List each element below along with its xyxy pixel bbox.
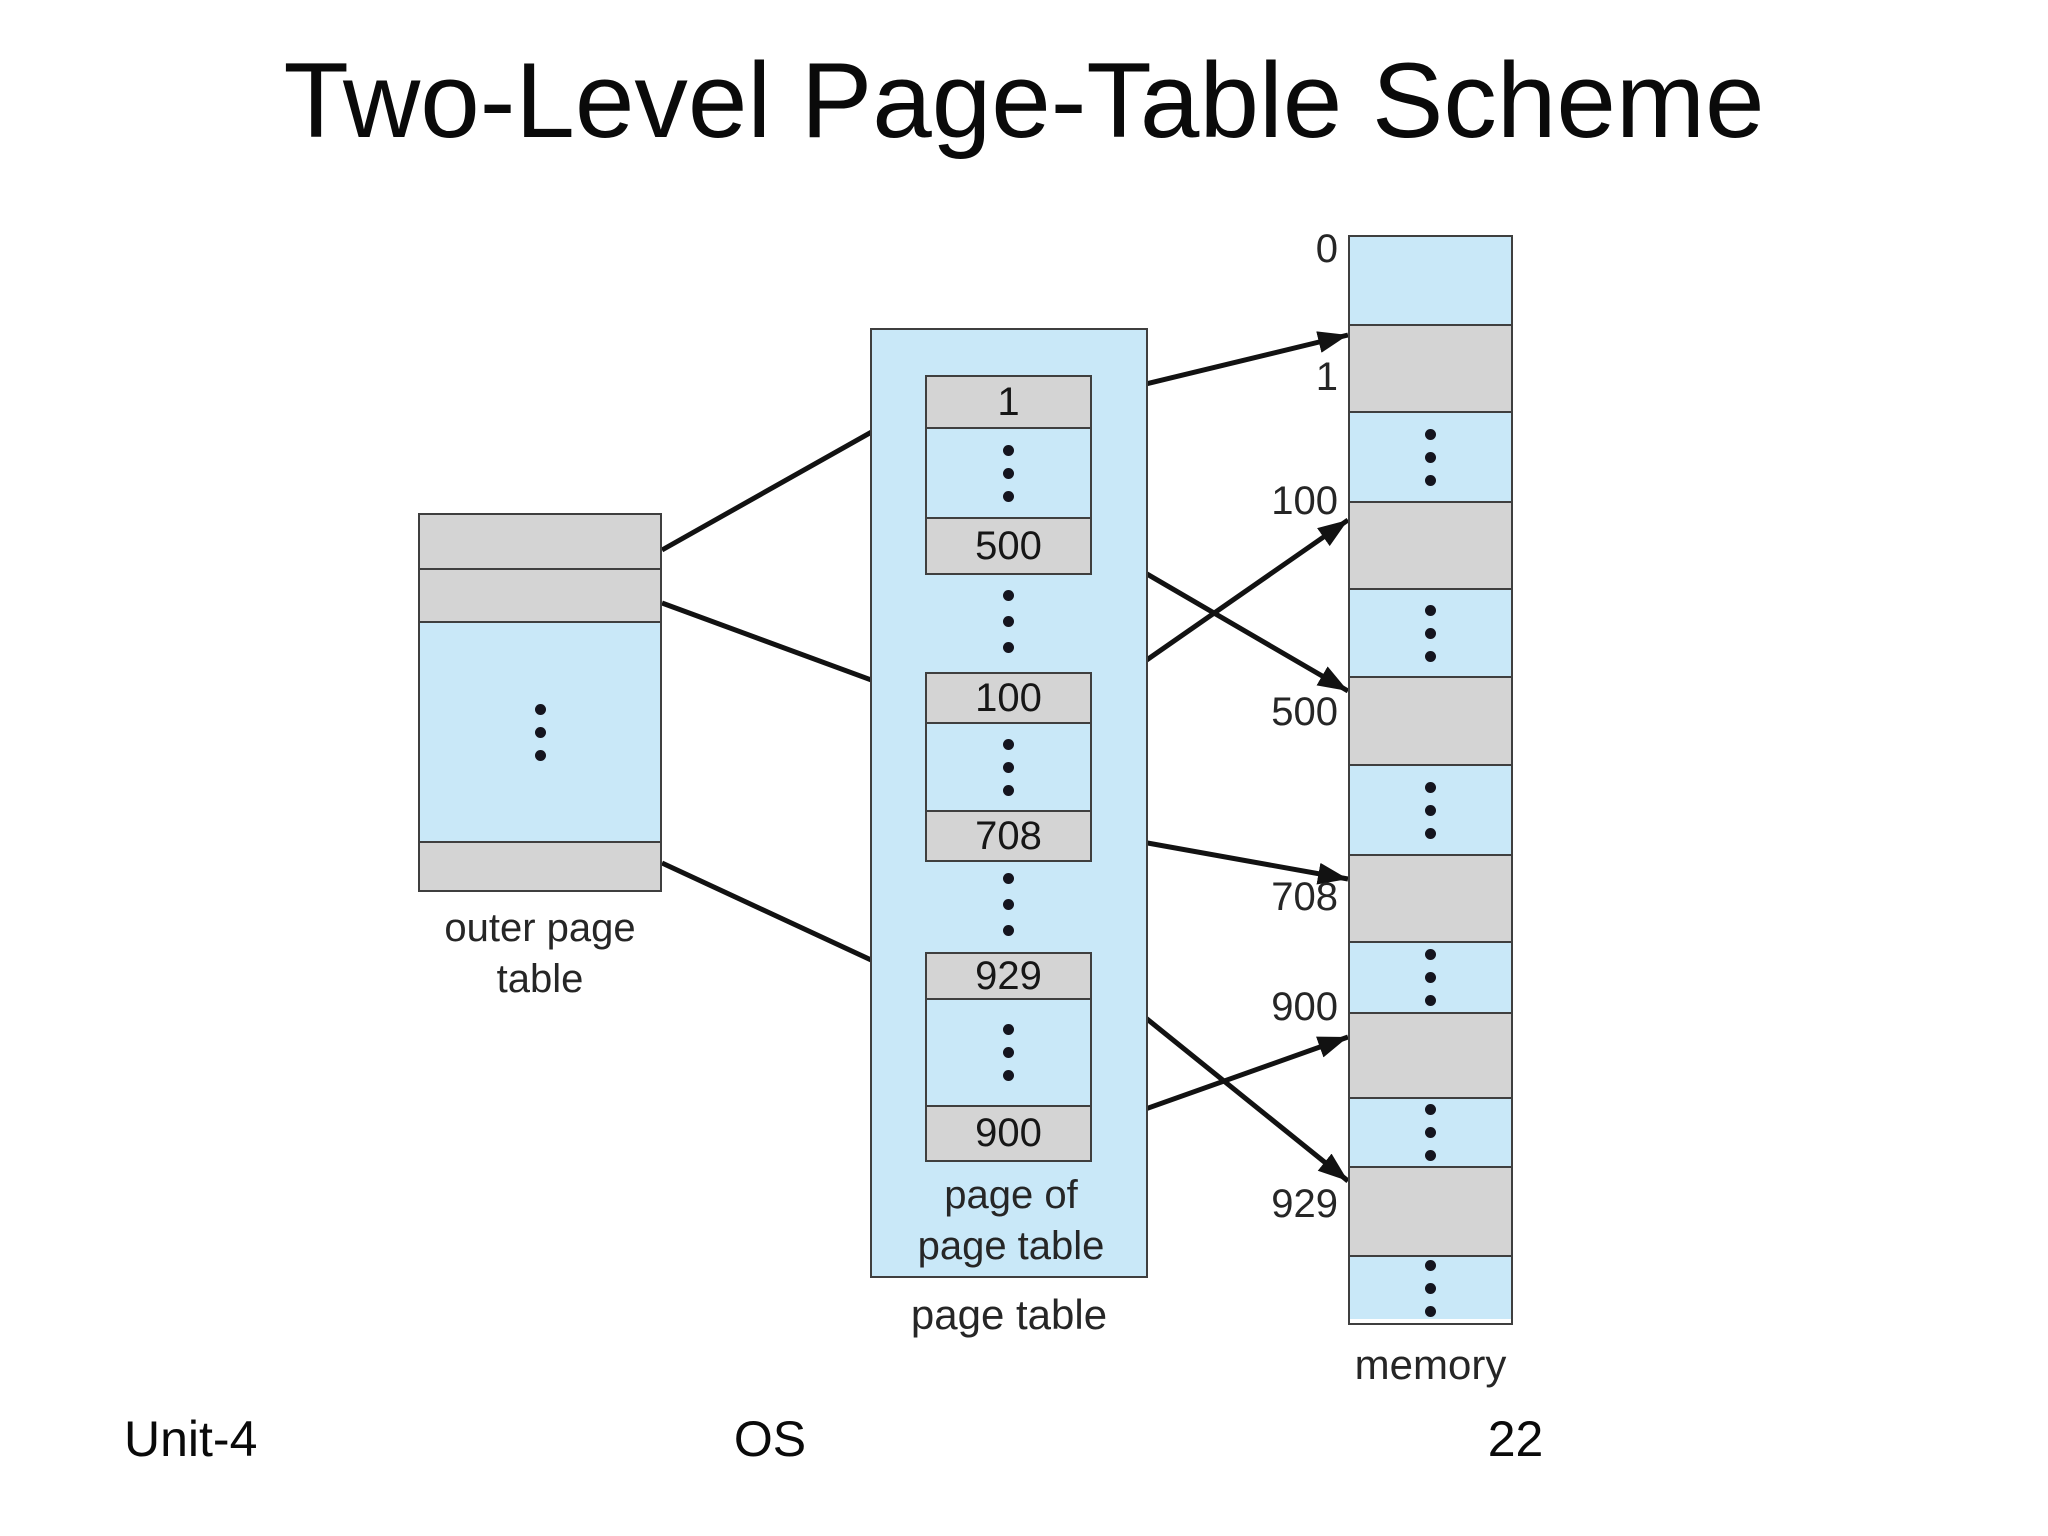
outer-page-table-label-line2: table xyxy=(496,957,584,1002)
memory-frame-929 xyxy=(1350,1168,1511,1257)
footer-unit: Unit-4 xyxy=(124,1411,258,1467)
ellipsis-dots xyxy=(1003,738,1014,796)
ellipsis-dots xyxy=(1425,781,1436,839)
memory-frame-label-900: 900 xyxy=(1271,985,1338,1029)
page-table-entry-1: 1 xyxy=(927,377,1090,429)
page-table-subbox-2-ellipsis xyxy=(927,724,1090,812)
memory-frame-100 xyxy=(1350,503,1511,590)
memory-gap-ellipsis xyxy=(1350,766,1511,856)
memory-frame-708 xyxy=(1350,856,1511,943)
memory-frame-label-500: 500 xyxy=(1271,690,1338,734)
ellipsis-dots xyxy=(534,703,546,761)
ellipsis-dots xyxy=(1425,1259,1436,1317)
page-of-page-table-container: 1 500 100 708 xyxy=(870,328,1148,1278)
page-table-subbox-1: 1 500 xyxy=(925,375,1092,575)
page-table-gap-ellipsis-2 xyxy=(925,870,1092,938)
memory-frame-label-929: 929 xyxy=(1271,1182,1338,1226)
ellipsis-dots xyxy=(1425,1104,1436,1161)
ellipsis-dots xyxy=(1425,428,1436,486)
page-of-page-table-label-line1: page of xyxy=(944,1173,1078,1217)
footer-page-number: 22 xyxy=(1487,1411,1544,1467)
page-of-page-table-label: page of page table xyxy=(872,1170,1150,1272)
ellipsis-dots xyxy=(1003,589,1014,653)
page-table-entry-900: 900 xyxy=(927,1107,1090,1160)
page-table-subbox-3-ellipsis xyxy=(927,1000,1090,1107)
page-table-entry-1-value: 1 xyxy=(997,379,1020,424)
page-table-entry-929-value: 929 xyxy=(975,953,1042,998)
page-table-entry-708: 708 xyxy=(927,812,1090,860)
footer-course: OS xyxy=(733,1411,807,1467)
page-table-subbox-1-ellipsis xyxy=(927,429,1090,519)
outer-page-table-label-line1: outer page xyxy=(444,906,636,950)
page-table-entry-929: 929 xyxy=(927,954,1090,1000)
memory-frame-label-100: 100 xyxy=(1271,479,1338,523)
page-table-entry-100-value: 100 xyxy=(975,675,1042,720)
ellipsis-dots xyxy=(1003,1024,1014,1081)
page-table-subbox-3: 929 900 xyxy=(925,952,1092,1162)
page-of-page-table-label-line2: page table xyxy=(917,1224,1105,1269)
page-table-gap-ellipsis-1 xyxy=(925,585,1092,657)
memory-frame-1 xyxy=(1350,326,1511,413)
memory-gap-ellipsis xyxy=(1350,413,1511,503)
outer-page-table xyxy=(418,513,662,892)
memory-gap-ellipsis xyxy=(1350,1099,1511,1168)
ellipsis-dots xyxy=(1425,949,1436,1006)
memory-frame-label-1: 1 xyxy=(1315,355,1338,399)
memory-gap-ellipsis xyxy=(1350,943,1511,1014)
page-table-caption: page table xyxy=(910,1291,1108,1338)
memory-column xyxy=(1348,235,1513,1325)
page-table-entry-500-value: 500 xyxy=(975,523,1042,568)
outer-page-table-label: outer page table xyxy=(418,903,662,1005)
memory-frame-900 xyxy=(1350,1014,1511,1099)
memory-caption: memory xyxy=(1354,1341,1507,1388)
outer-page-table-entry-last xyxy=(420,843,660,890)
slide-title: Two-Level Page-Table Scheme xyxy=(283,40,1765,160)
memory-frame-label-0: 0 xyxy=(1315,227,1338,271)
outer-page-table-entry-1 xyxy=(420,515,660,570)
memory-cell-frame0 xyxy=(1350,237,1511,326)
memory-gap-ellipsis xyxy=(1350,1257,1511,1319)
outer-page-table-ellipsis-region xyxy=(420,623,660,843)
page-table-entry-900-value: 900 xyxy=(975,1111,1042,1155)
ellipsis-dots xyxy=(1003,444,1014,502)
memory-frame-500 xyxy=(1350,678,1511,766)
page-table-entry-100: 100 xyxy=(927,674,1090,724)
page-table-entry-708-value: 708 xyxy=(975,813,1042,858)
page-table-subbox-2: 100 708 xyxy=(925,672,1092,862)
memory-frame-label-708: 708 xyxy=(1271,875,1338,919)
memory-gap-ellipsis xyxy=(1350,590,1511,678)
page-table-entry-500: 500 xyxy=(927,519,1090,573)
ellipsis-dots xyxy=(1003,872,1014,936)
ellipsis-dots xyxy=(1425,604,1436,662)
outer-page-table-entry-2 xyxy=(420,570,660,623)
